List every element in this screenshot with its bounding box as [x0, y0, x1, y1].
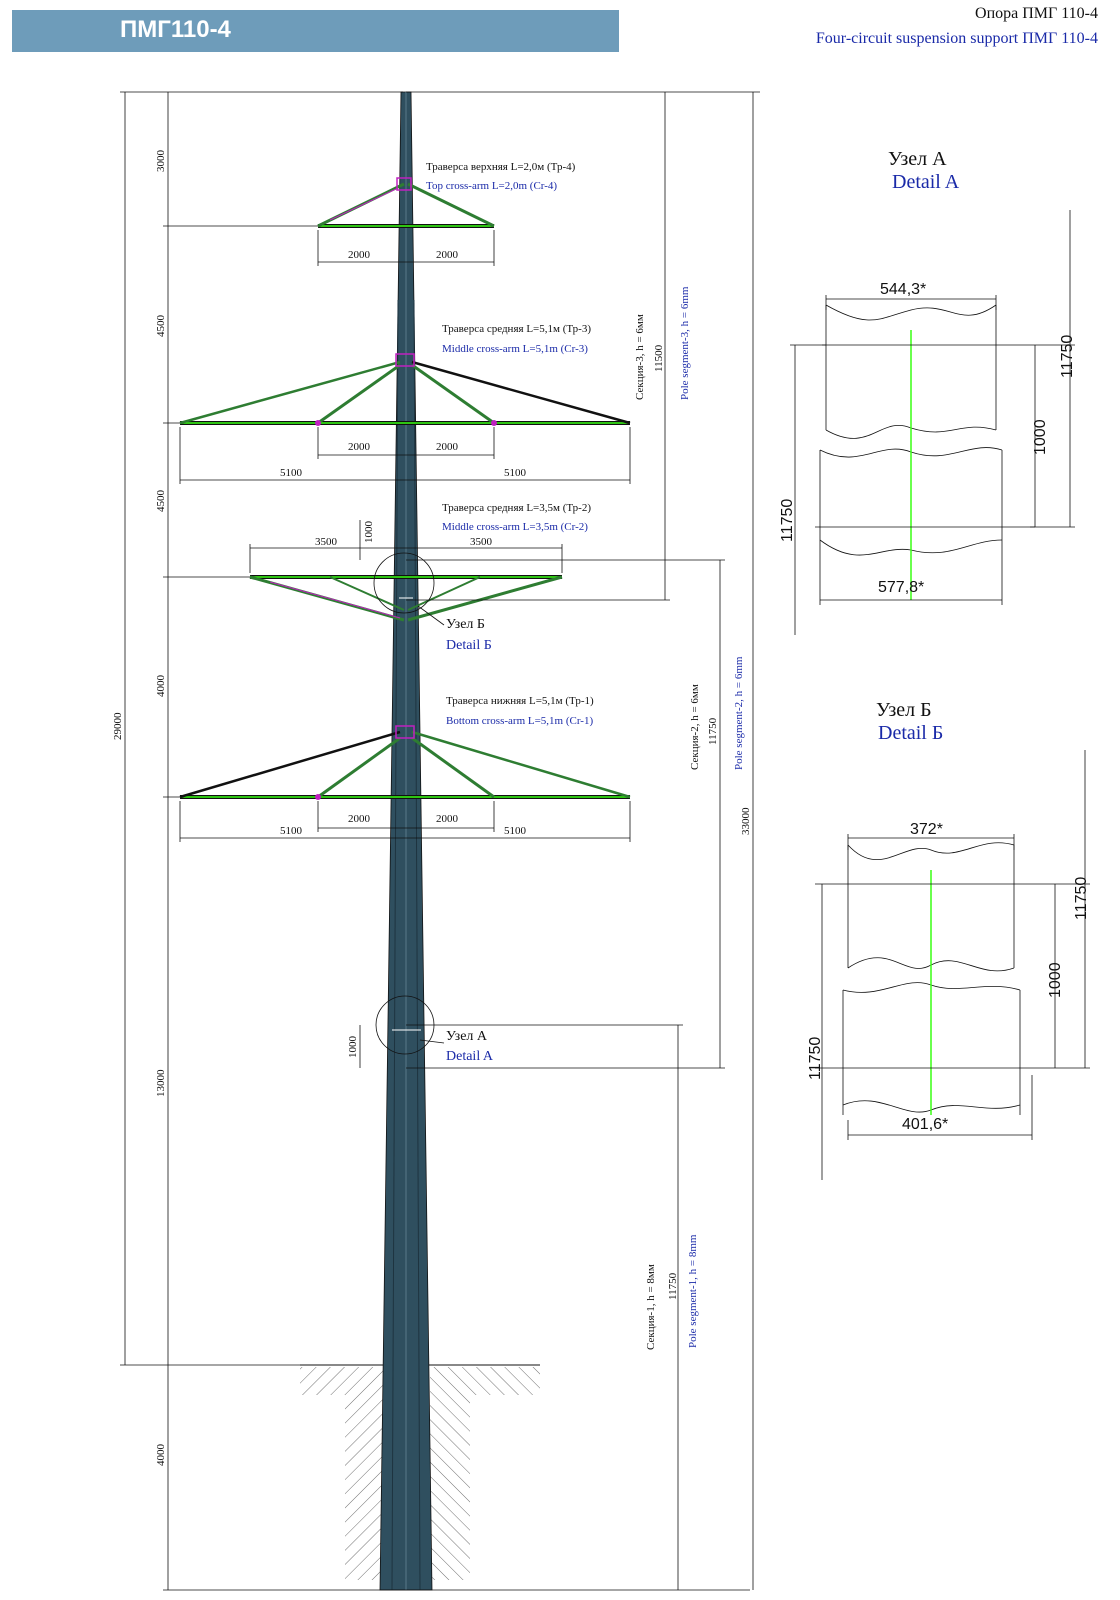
- detail-b-overlap: 1000: [1047, 962, 1064, 998]
- dim-m51-left: 2000: [348, 441, 371, 453]
- detail-a-overlap: 1000: [1032, 419, 1049, 455]
- dim-v-4500-b: 4500: [155, 490, 167, 513]
- dim-v-4000-b: 4000: [155, 1444, 167, 1467]
- detail-a-title-ru: Узел А: [888, 148, 947, 170]
- dim-m51-outer-left: 5100: [280, 467, 303, 479]
- segment-2-ru: Секция-2, h = 6мм: [689, 684, 701, 770]
- dim-bottom-right: 2000: [436, 813, 459, 825]
- header-title-en: Four-circuit suspension support ПМГ 110-…: [815, 30, 1098, 47]
- ground-hatching: [300, 1364, 540, 1580]
- badge-text: ПМГ110-4: [120, 16, 231, 43]
- dim-m35-left: 3500: [315, 536, 338, 548]
- left-dimensions: [120, 91, 750, 1591]
- dim-detail-a-vertical: 1000: [347, 1036, 359, 1059]
- segment-3-ru: Секция-3, h = 6мм: [634, 314, 646, 400]
- crossarm-bottom: [179, 725, 631, 800]
- detail-b-length-right: 11750: [1073, 877, 1090, 920]
- detail-b-label-en: Detail Б: [446, 638, 492, 653]
- title-badge: ПМГ110-4: [12, 10, 619, 52]
- detail-b-marker: [373, 552, 435, 614]
- pole: [379, 91, 433, 1591]
- detail-a-top-width: 544,3*: [880, 281, 926, 298]
- segment-1-ru: Секция-1, h = 8мм: [645, 1264, 657, 1350]
- detail-a-bottom-width: 577,8*: [878, 579, 924, 596]
- dim-total-33000: 33000: [740, 807, 752, 835]
- dim-m51-outer-right: 5100: [504, 467, 527, 479]
- segment-1-length: 11750: [667, 1272, 679, 1300]
- detail-b-bottom-width: 401,6*: [902, 1116, 948, 1133]
- dim-v-4500-a: 4500: [155, 315, 167, 338]
- detail-a-length-right: 11750: [1059, 335, 1076, 378]
- detail-b-drawing: Узел Б Detail Б 372* 401,6* 1000 11750 1…: [807, 699, 1090, 1180]
- detail-b-title-en: Detail Б: [878, 722, 943, 744]
- crossarm-m51-label-ru: Траверса средняя L=5,1м (Тр-3): [442, 323, 591, 335]
- dim-bottom-left: 2000: [348, 813, 371, 825]
- detail-b-label-ru: Узел Б: [446, 617, 485, 632]
- crossarm-top-label-ru: Траверса верхняя L=2,0м (Тр-4): [426, 161, 576, 173]
- crossarm-middle-3-5: [249, 575, 563, 622]
- segment-2-length: 11750: [707, 717, 719, 745]
- dim-m51-right: 2000: [436, 441, 459, 453]
- right-dimensions: [359, 91, 760, 1590]
- detail-a-label-ru: Узел А: [446, 1029, 488, 1044]
- crossarm-bottom-label-ru: Траверса нижняя L=5,1м (Тр-1): [446, 695, 594, 707]
- dim-top-right: 2000: [436, 249, 459, 261]
- crossarm-bottom-label-en: Bottom cross-arm L=5,1m (Cr-1): [446, 715, 593, 727]
- dim-m35-right: 3500: [470, 536, 493, 548]
- header-title-ru: Опора ПМГ 110-4: [975, 5, 1098, 22]
- dim-v-3000: 3000: [155, 150, 167, 173]
- detail-a-length-left: 11750: [779, 499, 796, 542]
- dim-v-4000: 4000: [155, 675, 167, 698]
- crossarm-top-label-en: Top cross-arm L=2,0m (Cr-4): [426, 180, 557, 192]
- segment-1-en: Pole segment-1, h = 8mm: [687, 1234, 699, 1348]
- segment-3-length: 11500: [653, 344, 665, 372]
- dim-m35-vertical: 1000: [363, 521, 375, 544]
- dim-v-13000: 13000: [155, 1069, 167, 1097]
- crossarm-m51-label-en: Middle cross-arm L=5,1m (Cr-3): [442, 343, 588, 355]
- detail-b-title-ru: Узел Б: [876, 699, 932, 721]
- crossarm-middle-5-1: [179, 353, 631, 426]
- dim-bottom-outer-left: 5100: [280, 825, 303, 837]
- detail-a-label-en: Detail A: [446, 1049, 494, 1064]
- horizontal-dimensions: [179, 230, 631, 842]
- segment-3-en: Pole segment-3, h = 6mm: [679, 286, 691, 400]
- segment-2-en: Pole segment-2, h = 6mm: [733, 656, 745, 770]
- crossarm-top: [317, 177, 495, 228]
- detail-b-top-width: 372*: [910, 821, 943, 838]
- detail-a-title-en: Detail A: [892, 171, 960, 193]
- dim-bottom-outer-right: 5100: [504, 825, 527, 837]
- detail-b-length-left: 11750: [807, 1037, 824, 1080]
- detail-a-drawing: Узел А Detail A 544,3* 577,8* 1000 11750…: [779, 148, 1076, 635]
- dim-total-29000: 29000: [112, 712, 124, 740]
- dim-top-left: 2000: [348, 249, 371, 261]
- crossarm-m35-label-ru: Траверса средняя L=3,5м (Тр-2): [442, 502, 591, 514]
- crossarm-m35-label-en: Middle cross-arm L=3,5m (Cr-2): [442, 521, 588, 533]
